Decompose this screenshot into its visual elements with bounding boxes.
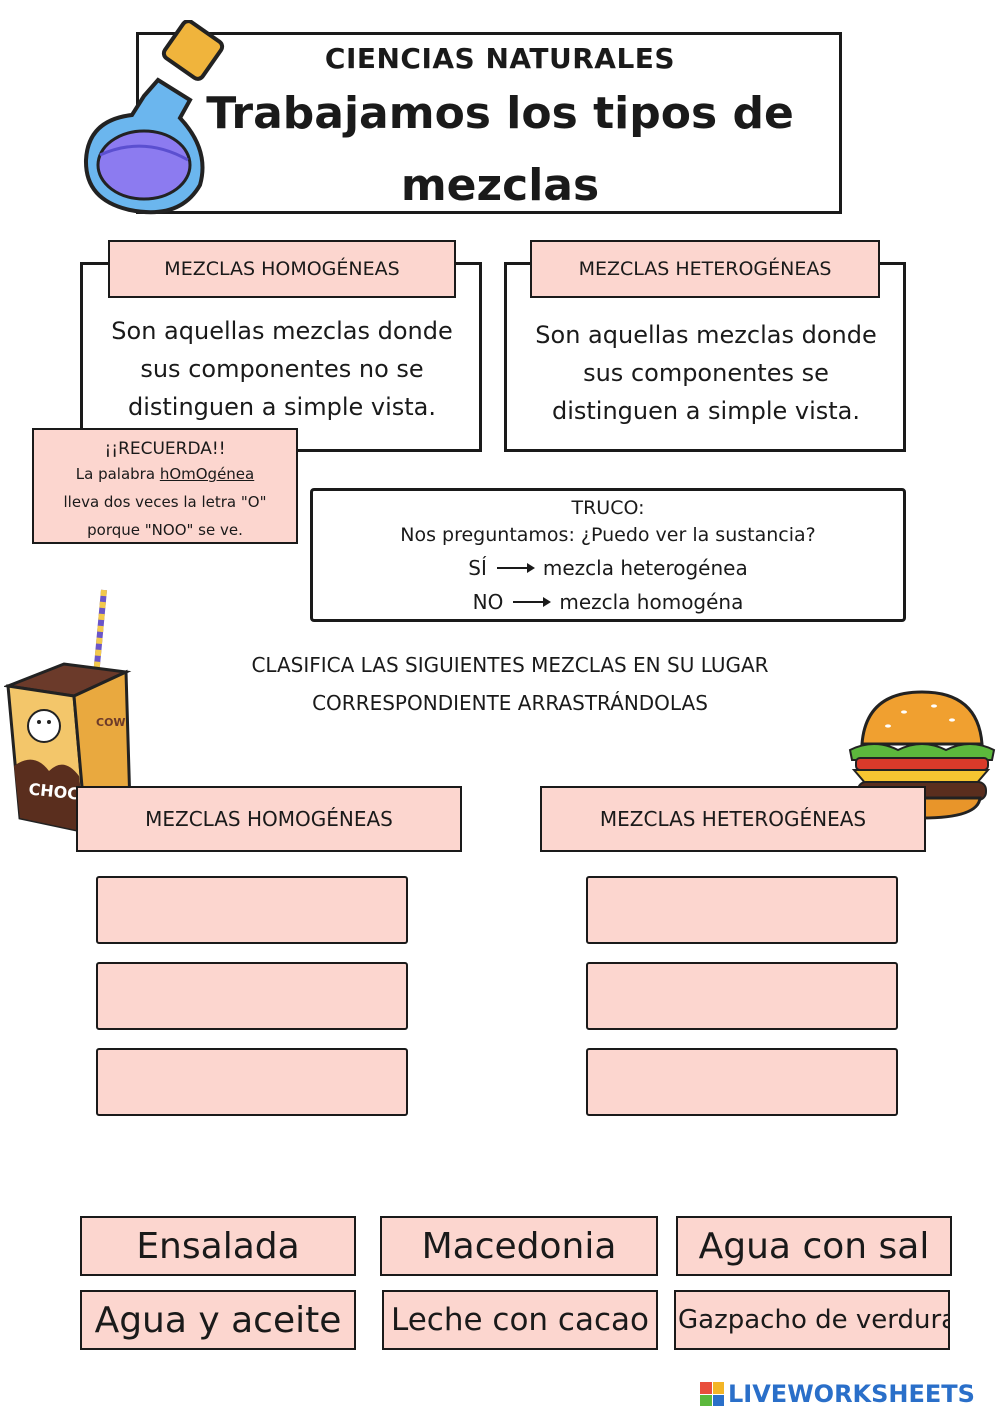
- remember-note: ¡¡RECUERDA!! La palabra hOmOgénea lleva …: [32, 428, 298, 544]
- drop-column-label-heterogeneous: MEZCLAS HETEROGÉNEAS: [540, 786, 926, 852]
- draggable-item[interactable]: Gazpacho de verdura: [674, 1290, 950, 1350]
- drop-slot-homogeneous-2[interactable]: [96, 962, 408, 1030]
- header-box: [136, 32, 842, 214]
- tip-yes-result: mezcla heterogénea: [542, 556, 748, 580]
- remember-highlight-word: hOmOgénea: [159, 465, 255, 483]
- tip-no-result: mezcla homogéna: [559, 590, 744, 614]
- remember-line1-prefix: La palabra: [75, 465, 160, 483]
- instruction: CLASIFICA LAS SIGUIENTES MEZCLAS EN SU L…: [150, 646, 870, 722]
- page-title: Trabajamos los tipos de: [206, 88, 794, 139]
- draggable-item[interactable]: Ensalada: [80, 1216, 356, 1276]
- tip-no-label: NO: [472, 590, 504, 614]
- drop-slot-homogeneous-3[interactable]: [96, 1048, 408, 1116]
- draggable-item[interactable]: Macedonia: [380, 1216, 658, 1276]
- tip-no-row: NO mezcla homogéna: [313, 585, 903, 619]
- subject-heading: CIENCIAS NATURALES: [324, 42, 676, 75]
- instruction-line1: CLASIFICA LAS SIGUIENTES MEZCLAS EN SU L…: [251, 653, 769, 677]
- tip-question: Nos preguntamos: ¿Puedo ver la sustancia…: [400, 524, 816, 546]
- draggable-item[interactable]: Agua con sal: [676, 1216, 952, 1276]
- drop-slot-heterogeneous-3[interactable]: [586, 1048, 898, 1116]
- remember-line3: porque "NOO" se ve.: [87, 521, 243, 539]
- page-title-line2: mezclas: [400, 160, 600, 211]
- remember-line1: La palabra hOmOgénea: [34, 460, 296, 488]
- drop-column-label-homogeneous: MEZCLAS HOMOGÉNEAS: [76, 786, 462, 852]
- drop-slot-heterogeneous-1[interactable]: [586, 876, 898, 944]
- drop-slot-homogeneous-1[interactable]: [96, 876, 408, 944]
- definition-label-heterogeneous: MEZCLAS HETEROGÉNEAS: [530, 240, 880, 298]
- arrow-right-icon: [513, 597, 552, 607]
- instruction-line2: CORRESPONDIENTE ARRASTRÁNDOLAS: [312, 691, 708, 715]
- brand-logo[interactable]: LIVEWORKSHEETS: [700, 1380, 975, 1408]
- drop-slot-heterogeneous-2[interactable]: [586, 962, 898, 1030]
- remember-title: ¡¡RECUERDA!!: [104, 439, 226, 459]
- tip-yes-label: SÍ: [468, 556, 487, 580]
- definition-text-heterogeneous: Son aquellas mezclas donde sus component…: [535, 321, 877, 425]
- flask-icon: [83, 20, 225, 215]
- tip-yes-row: SÍ mezcla heterogénea: [313, 551, 903, 585]
- draggable-item[interactable]: Leche con cacao: [382, 1290, 658, 1350]
- arrow-right-icon: [496, 563, 535, 573]
- remember-line2: lleva dos veces la letra "O": [63, 493, 267, 511]
- definition-text-homogeneous: Son aquellas mezclas donde sus component…: [111, 317, 453, 421]
- definition-label-homogeneous: MEZCLAS HOMOGÉNEAS: [108, 240, 456, 298]
- brand-logo-icon: [700, 1382, 724, 1406]
- tip-title: TRUCO:: [571, 497, 645, 519]
- milk-carton-badge: COW: [96, 716, 126, 729]
- draggable-item[interactable]: Agua y aceite: [80, 1290, 356, 1350]
- tip-box: TRUCO: Nos preguntamos: ¿Puedo ver la su…: [310, 488, 906, 622]
- remember-text: La palabra hOmOgénea lleva dos veces la …: [34, 460, 296, 544]
- brand-name: LIVEWORKSHEETS: [728, 1380, 975, 1408]
